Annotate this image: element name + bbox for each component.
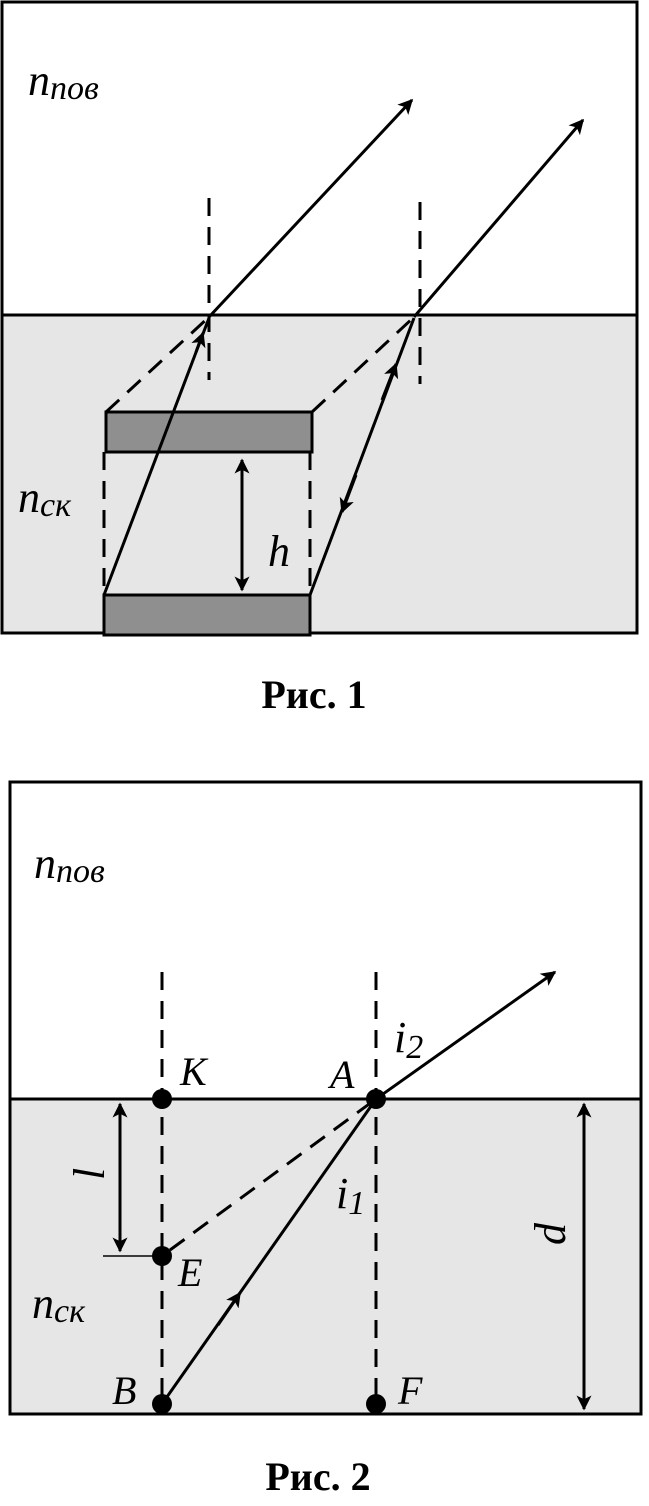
apparent-ray-EA: [169, 1097, 377, 1252]
n-lower-label-2: nск: [32, 1279, 86, 1330]
figure-2: nпов nск K A E B F l d i1 i2 Рис. 2: [8, 780, 643, 1499]
ray-BA: [160, 1098, 378, 1405]
point-K: [152, 1089, 172, 1109]
label-K: K: [179, 1049, 209, 1094]
ray-arrow-glass-right: [380, 362, 399, 401]
glass-region-1: [2, 315, 637, 633]
label-A: A: [327, 1052, 355, 1097]
upper-plate: [104, 410, 314, 454]
ray-arrow-glass-left: [191, 331, 206, 353]
frame-1: [0, 0, 639, 635]
apparent-ray-right: [310, 315, 416, 414]
label-F: F: [397, 1368, 423, 1413]
caption-figure-2: Рис. 2: [265, 1454, 370, 1499]
caption-figure-1: Рис. 1: [261, 672, 366, 717]
lower-plate: [102, 593, 312, 637]
ray-glass-left: [102, 317, 211, 596]
point-E: [152, 1246, 172, 1266]
point-B: [152, 1394, 172, 1414]
n-lower-label-1: nск: [18, 473, 72, 524]
ray-BA-arrow: [216, 1291, 242, 1326]
d-label: d: [526, 1222, 575, 1245]
i2-label: i2: [394, 1013, 423, 1066]
n-upper-label-2: nпов: [34, 839, 105, 890]
point-F: [366, 1394, 386, 1414]
label-E: E: [177, 1250, 202, 1295]
n-upper-label-1: nпов: [28, 56, 99, 107]
ray-air-2: [375, 970, 557, 1101]
figure-1: nпов nск h Рис. 1: [0, 0, 639, 717]
ray-air-right: [412, 118, 585, 318]
point-A: [366, 1089, 386, 1109]
ray-air-left: [207, 98, 414, 319]
l-label: l: [65, 1168, 114, 1180]
label-B: B: [112, 1368, 136, 1413]
h-label: h: [268, 527, 290, 576]
i1-label: i1: [336, 1169, 365, 1222]
